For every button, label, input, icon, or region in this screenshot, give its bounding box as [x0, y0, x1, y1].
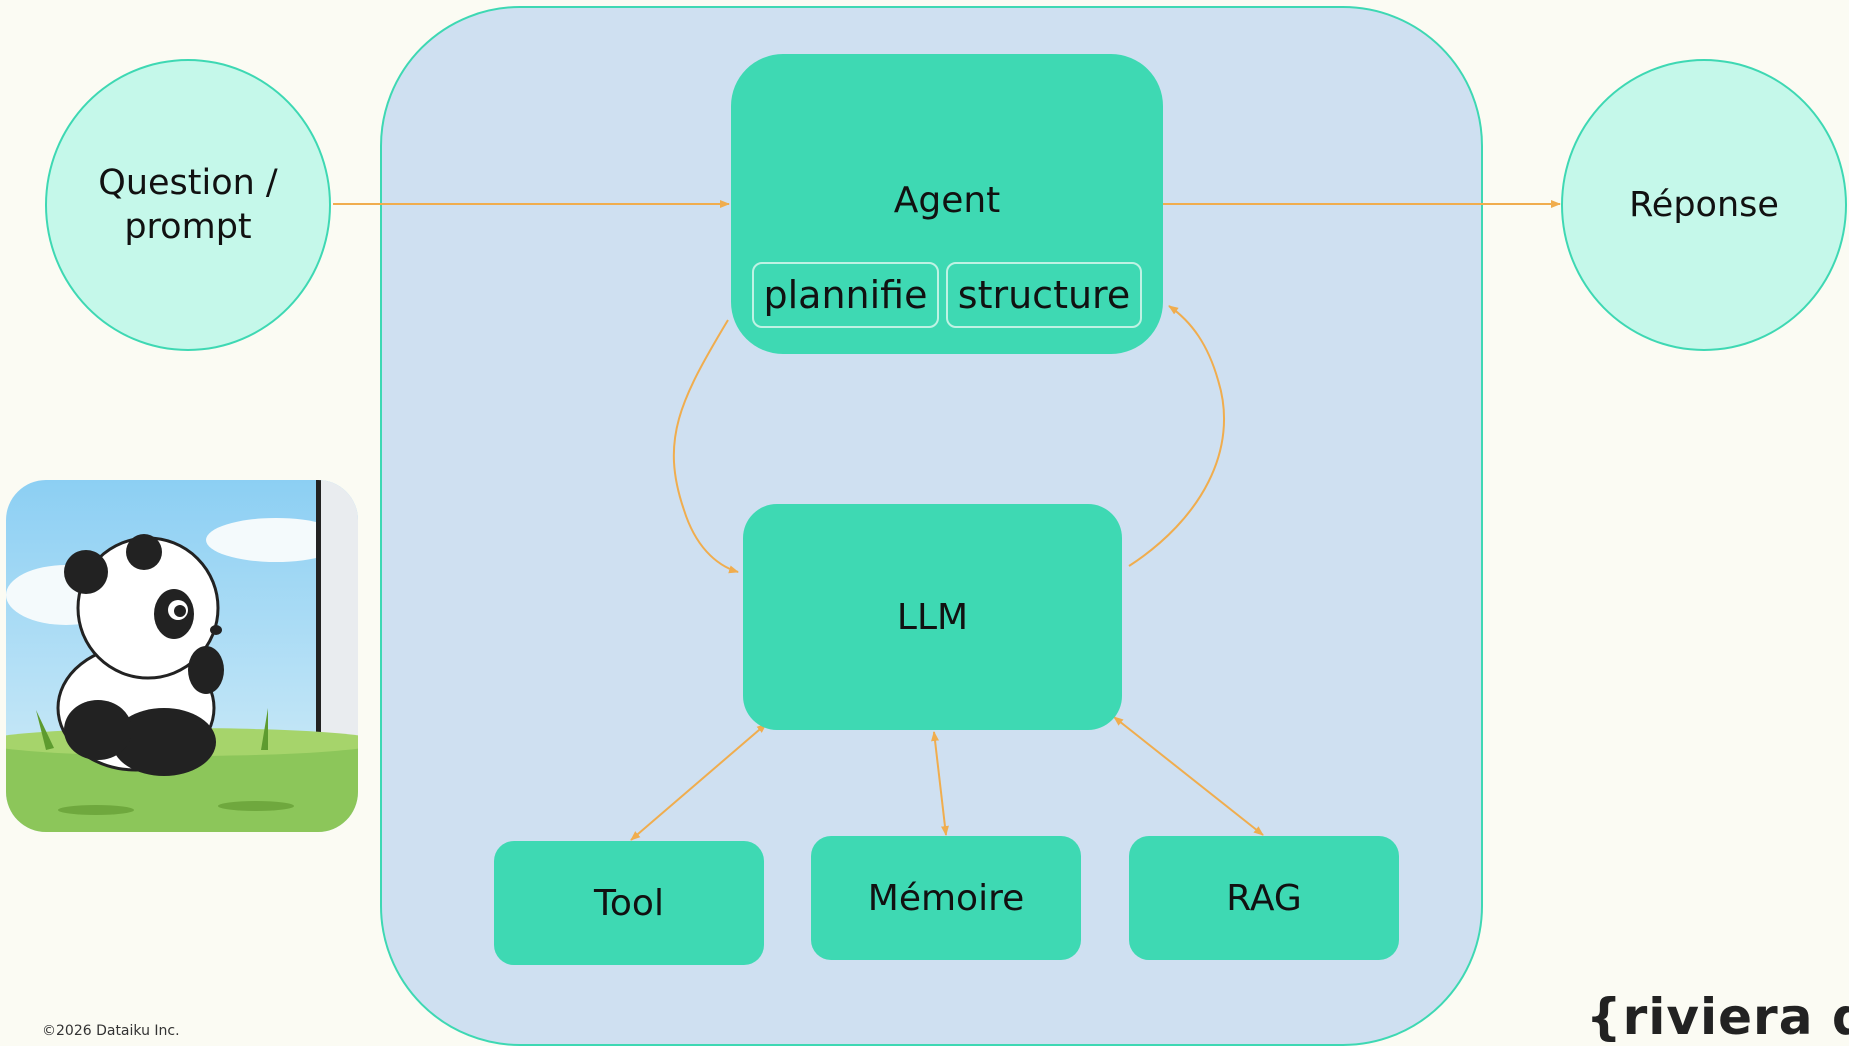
question-label: Question / prompt — [98, 163, 278, 247]
llm-label: LLM — [896, 596, 969, 638]
arrow-llm-tool — [630, 723, 767, 841]
arrow-agent-to-llm — [672, 319, 739, 574]
agent-pill-plannifie: plannifie — [752, 262, 939, 328]
rag-node: RAG — [1129, 836, 1399, 960]
pill-structure-label: structure — [957, 273, 1131, 317]
arrow-llm-rag — [1113, 716, 1264, 836]
agent-pill-structure: structure — [946, 262, 1142, 328]
reponse-node: Réponse — [1561, 59, 1847, 351]
riviera-dev-logo: {riviera dev — [1586, 988, 1849, 1046]
arrow-llm-to-agent — [1128, 305, 1226, 567]
tool-node: Tool — [494, 841, 764, 965]
llm-node: LLM — [743, 504, 1122, 730]
agent-label: Agent — [893, 180, 1001, 221]
copyright-footer: ©2026 Dataiku Inc. — [42, 1023, 180, 1039]
arrow-llm-memoire — [931, 731, 949, 836]
panda-illustration — [6, 480, 358, 832]
rag-label: RAG — [1226, 877, 1302, 919]
tool-label: Tool — [594, 882, 664, 924]
memoire-node: Mémoire — [811, 836, 1081, 960]
memoire-label: Mémoire — [867, 877, 1025, 919]
question-node: Question / prompt — [45, 59, 331, 351]
pill-plannifie-label: plannifie — [763, 273, 928, 317]
reponse-label: Réponse — [1629, 185, 1779, 225]
